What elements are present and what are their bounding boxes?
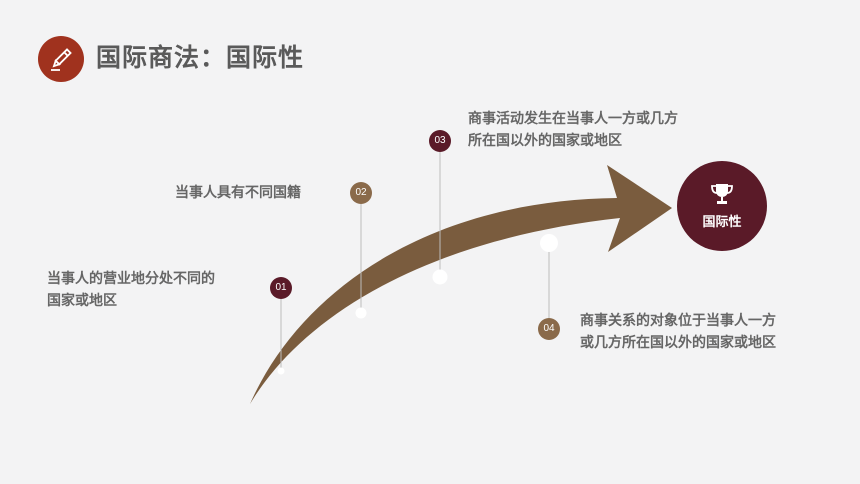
goal-circle: 国际性 — [677, 161, 767, 251]
step-label-01: 当事人的营业地分处不同的 国家或地区 — [47, 268, 215, 312]
trophy-icon — [711, 183, 733, 204]
step-label-02: 当事人具有不同国籍 — [175, 182, 301, 204]
step-badge-04: 04 — [538, 318, 560, 340]
step-label-04-line-2: 或几方所在国以外的国家或地区 — [580, 335, 776, 351]
node-04 — [540, 234, 558, 252]
step-badge-02: 02 — [350, 182, 372, 204]
node-01 — [277, 367, 285, 375]
step-label-03: 商事活动发生在当事人一方或几方 所在国以外的国家或地区 — [468, 108, 678, 152]
page-title: 国际商法：国际性 — [96, 43, 305, 72]
step-label-04: 商事关系的对象位于当事人一方 或几方所在国以外的国家或地区 — [580, 310, 776, 354]
step-label-03-line-2: 所在国以外的国家或地区 — [468, 133, 622, 149]
pencil-icon — [38, 36, 84, 82]
step-label-02-line-1: 当事人具有不同国籍 — [175, 185, 301, 201]
goal-label: 国际性 — [702, 214, 742, 230]
node-02 — [355, 307, 367, 319]
step-badge-03: 03 — [429, 130, 451, 152]
step-label-04-line-1: 商事关系的对象位于当事人一方 — [580, 313, 776, 329]
arrow-body — [250, 165, 672, 404]
step-label-01-line-1: 当事人的营业地分处不同的 — [47, 271, 215, 287]
step-label-03-line-1: 商事活动发生在当事人一方或几方 — [468, 111, 678, 127]
node-03 — [432, 269, 448, 285]
step-label-01-line-2: 国家或地区 — [47, 293, 117, 309]
step-badge-01: 01 — [270, 277, 292, 299]
